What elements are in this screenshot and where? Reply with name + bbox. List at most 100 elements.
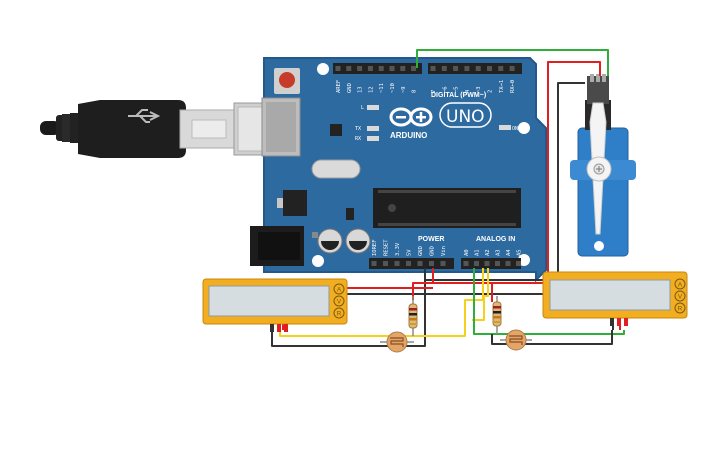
model-badge (439, 102, 492, 128)
brand-label: ARDUINO (390, 131, 427, 140)
digital-header-left (333, 63, 422, 74)
led-l (367, 105, 379, 110)
analog-pin (474, 261, 479, 266)
digital-pin (464, 66, 470, 71)
power-pin-label: Vin (441, 246, 447, 256)
mounting-hole (317, 63, 329, 75)
digital-pin (441, 66, 447, 71)
power-pin (394, 261, 400, 266)
sensor-left-pin-r-label: R (337, 311, 342, 318)
analog-pin-label: A3 (496, 249, 502, 256)
sensor-right-pin-v-label: V (678, 294, 683, 301)
power-header (369, 258, 454, 269)
analog-pin-label: A1 (475, 249, 481, 256)
digital-pin-label: 7 (431, 90, 437, 93)
led-rx-label: RX (355, 136, 361, 142)
analog-pin (516, 261, 521, 266)
mounting-hole (518, 122, 530, 134)
digital-pin-label: AREF (336, 80, 342, 93)
resistor-right (492, 296, 502, 334)
digital-pin-label: ~5 (454, 86, 460, 93)
power-pin (429, 261, 434, 266)
digital-pin-label: TX→1 (499, 80, 505, 93)
photoresistor-left (380, 331, 414, 353)
digital-pin (509, 66, 515, 71)
digital-pin-label: 2 (488, 90, 494, 93)
sensor-module-left: A V R (202, 278, 348, 332)
sensor-right-pin-a-label: A (678, 282, 683, 289)
sensor-left-pin-a-label: A (337, 287, 342, 294)
analog-pin (463, 261, 469, 266)
digital-pin (475, 66, 481, 71)
digital-pin (411, 66, 417, 71)
digital-pin-label: RX←0 (510, 80, 516, 93)
digital-pin (346, 66, 352, 71)
analog-pin-label: A5 (517, 249, 523, 256)
analog-pin (495, 261, 500, 266)
digital-pin-label: 4 (465, 89, 471, 93)
sensor-module-right: A V R (542, 271, 688, 326)
digital-pin (335, 66, 341, 71)
power-pin (371, 261, 377, 266)
digital-pin-label: ~11 (379, 83, 385, 93)
power-pin (417, 261, 423, 266)
wire-signal-right (472, 268, 489, 321)
mounting-hole (312, 255, 324, 267)
power-pin (406, 261, 411, 266)
digital-pin (430, 66, 436, 71)
model-label: UNO (446, 107, 485, 127)
digital-pin (389, 66, 395, 71)
analog-pin-label: A2 (485, 249, 491, 256)
analog-header (461, 258, 521, 269)
analog-pin (484, 261, 490, 266)
power-pin-label: 3.3V (395, 242, 401, 256)
power-pin-label: IOREF (372, 239, 378, 256)
led-on (499, 125, 511, 130)
usb-cable (40, 100, 301, 158)
digital-pin (357, 66, 363, 71)
power-pin-label: GND (418, 246, 424, 256)
digital-pin (400, 66, 406, 71)
digital-pin (367, 66, 373, 71)
digital-pin-label: ~6 (442, 86, 448, 93)
wire-signal-green (473, 268, 625, 335)
analog-pin-label: A0 (464, 249, 470, 256)
digital-pin (453, 66, 459, 71)
photoresistor-right (500, 329, 532, 351)
led-tx-label: TX (355, 126, 361, 132)
power-pin-label: RESET (384, 239, 390, 256)
arduino-board: ARDUINO UNO L TX RX ON DIGITAL (PWM~) PO… (250, 57, 547, 283)
crystal (311, 159, 361, 179)
digital-pin-label: 8 (412, 90, 418, 93)
arduino-logo (389, 107, 433, 127)
power-pin-label: 5V (407, 249, 413, 256)
wire-servo-signal (416, 49, 609, 76)
digital-header-right (428, 63, 522, 74)
power-pin (440, 261, 446, 266)
servo-motor (570, 74, 636, 257)
sensor-left-pin-v-label: V (337, 299, 342, 306)
digital-pin-label: ~10 (390, 83, 396, 93)
digital-pin (498, 66, 504, 71)
sensor-right-pin-r-label: R (678, 306, 683, 313)
led-rx (367, 136, 379, 141)
digital-header-label: DIGITAL (PWM~) (431, 92, 486, 99)
led-l-label: L (361, 105, 364, 111)
digital-pin-label: ~3 (476, 86, 482, 93)
digital-pin-label: 13 (358, 86, 364, 93)
led-tx (367, 126, 379, 131)
power-header-label: POWER (418, 236, 444, 243)
led-on-label: ON (512, 126, 518, 132)
power-pin-label: GND (430, 246, 436, 256)
wire-servo-ground (425, 82, 585, 281)
analog-pin (505, 261, 511, 266)
digital-pin-label: GND (347, 83, 353, 93)
microcontroller-chip (373, 188, 521, 228)
analog-pin-label: A4 (506, 249, 512, 256)
wire-power-5v (412, 268, 434, 300)
digital-pin (487, 66, 492, 71)
digital-pin-label: ~9 (401, 86, 407, 93)
digital-pin (378, 66, 384, 71)
resistor-left (408, 296, 418, 336)
